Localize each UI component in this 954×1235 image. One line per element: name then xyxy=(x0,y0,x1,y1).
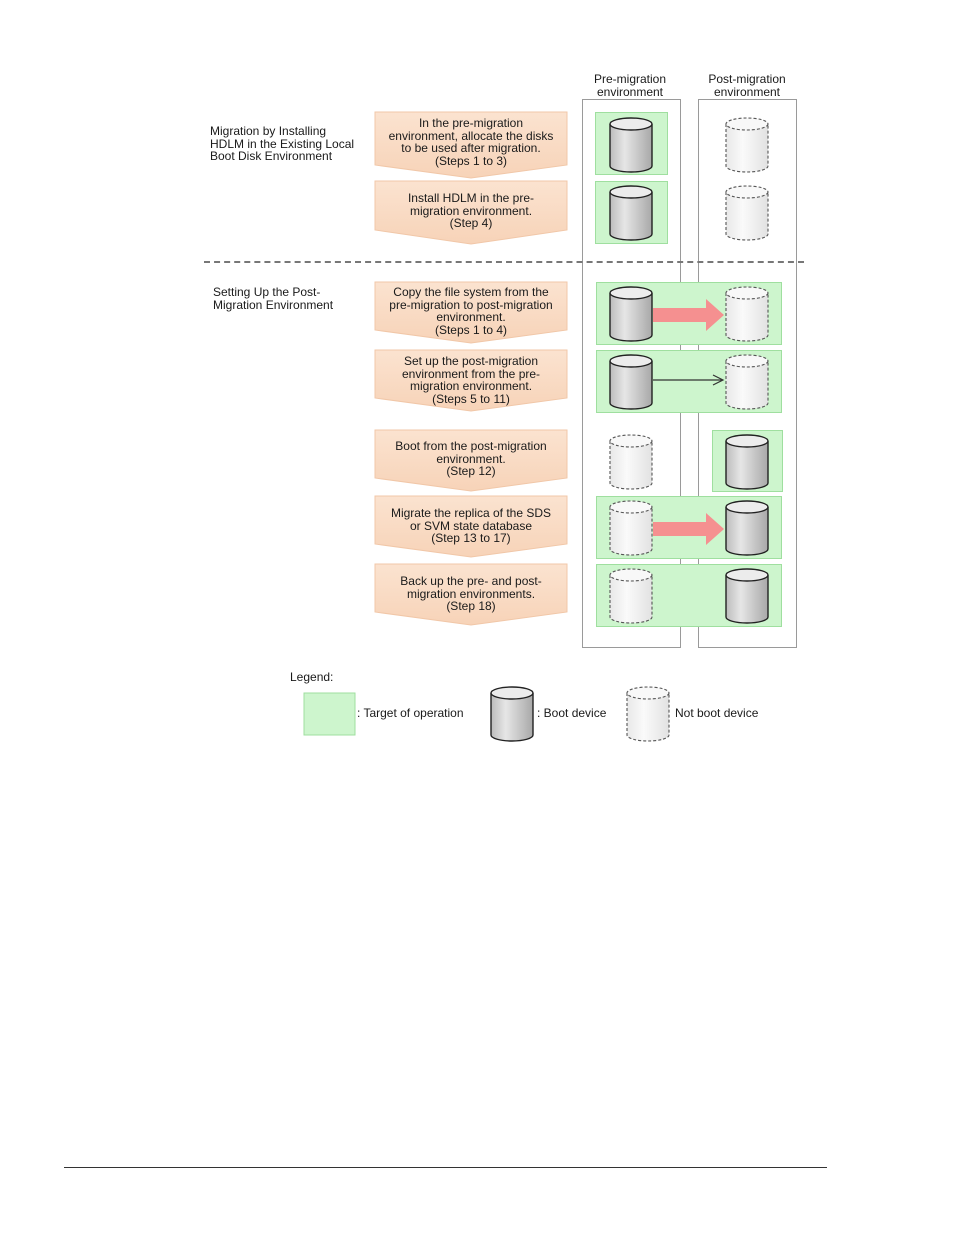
step-1-line1: In the pre-migration xyxy=(418,116,524,130)
post-migration-header: Post-migration environment xyxy=(687,73,807,98)
boot-disk-post-step5 xyxy=(725,434,769,490)
step-7-line1: Back up the pre- and post- xyxy=(400,574,542,588)
post-header-line2: environment xyxy=(713,84,781,99)
step-3-line2: pre-migration to post-migration xyxy=(389,297,553,312)
step-chevron-4 xyxy=(374,349,568,412)
legend-boot-label: : Boot device xyxy=(537,706,607,720)
step-2-line2: migration environment. xyxy=(409,203,533,218)
step-3-line3: environment. xyxy=(436,310,506,324)
step-2-line1: Install HDLM in the pre- xyxy=(407,191,535,205)
step-6-text: Migrate the replica of the SDS or SVM st… xyxy=(375,507,567,545)
legend-not-boot-disk xyxy=(626,686,670,742)
boot-disk-pre-step2 xyxy=(609,185,653,241)
legend-target-swatch xyxy=(303,692,356,736)
footer-rule xyxy=(64,1167,827,1168)
boot-disk-post-step7 xyxy=(725,568,769,624)
section-divider xyxy=(204,261,804,263)
pre-migration-header: Pre-migration environment xyxy=(570,73,690,98)
step-chevron-7 xyxy=(374,563,568,626)
pre-header-line1: Pre-migration xyxy=(593,72,667,86)
step-4-line1: Set up the post-migration xyxy=(403,354,539,368)
not-boot-disk-post-step4 xyxy=(725,354,769,410)
step-1-line4: (Steps 1 to 3) xyxy=(434,153,508,168)
not-boot-disk-pre-step6 xyxy=(609,500,653,556)
step-7-line3: (Step 18) xyxy=(446,599,496,613)
step-4-line4: (Steps 5 to 11) xyxy=(432,391,510,406)
thick-migrate-arrow-step6 xyxy=(653,513,724,545)
boot-disk-pre-step3 xyxy=(609,286,653,342)
step-6-line1: Migrate the replica of the SDS xyxy=(390,506,552,520)
step-7-line2: migration environments. xyxy=(406,586,536,601)
legend-boot-disk xyxy=(490,686,534,742)
step-chevron-5 xyxy=(374,429,568,492)
pre-header-line2: environment xyxy=(596,84,664,99)
step-2-line3: (Step 4) xyxy=(449,216,493,230)
step-5-line2: environment. xyxy=(436,451,506,466)
not-boot-disk-pre-step7 xyxy=(609,568,653,624)
not-boot-disk-post-step3 xyxy=(725,286,769,342)
step-chevron-3 xyxy=(374,281,568,344)
boot-disk-post-step6 xyxy=(725,500,769,556)
step-3-line1: Copy the file system from the xyxy=(393,285,549,299)
step-5-line1: Boot from the post-migration xyxy=(395,439,547,453)
step-1-line3: to be used after migration. xyxy=(401,141,541,155)
step-1-line2: environment, allocate the disks xyxy=(388,128,554,143)
not-boot-disk-pre-step5 xyxy=(609,434,653,490)
section-install-line3: Boot Disk Environment xyxy=(210,149,333,163)
section-install-line2: HDLM in the Existing Local xyxy=(210,136,355,151)
boot-disk-pre-step4 xyxy=(609,354,653,410)
step-5-text: Boot from the post-migration environment… xyxy=(375,440,567,478)
step-chevron-2 xyxy=(374,180,568,245)
step-6-line2: or SVM state database xyxy=(409,518,533,533)
post-header-line1: Post-migration xyxy=(708,72,786,86)
step-chevron-6 xyxy=(374,495,568,558)
not-boot-disk-post-step2 xyxy=(725,185,769,241)
thick-copy-arrow-step3 xyxy=(653,299,724,331)
section-setup-line1: Setting Up the Post- xyxy=(213,285,321,299)
step-4-text: Set up the post-migration environment fr… xyxy=(375,355,567,405)
section-setup-label: Setting Up the Post- Migration Environme… xyxy=(213,286,383,311)
step-3-text: Copy the file system from the pre-migrat… xyxy=(375,286,567,336)
legend-not-boot-label: Not boot device xyxy=(675,706,759,720)
step-4-line2: environment from the pre- xyxy=(401,366,541,381)
step-3-line4: (Steps 1 to 4) xyxy=(434,322,508,337)
section-install-line1: Migration by Installing xyxy=(210,124,327,138)
step-2-text: Install HDLM in the pre- migration envir… xyxy=(375,192,567,230)
legend-target-label: : Target of operation xyxy=(357,706,464,720)
step-chevron-1 xyxy=(374,111,568,179)
legend-title: Legend: xyxy=(290,670,334,684)
section-install-label: Migration by Installing HDLM in the Exis… xyxy=(210,125,380,163)
step-1-text: In the pre-migration environment, alloca… xyxy=(375,117,567,167)
step-6-line3: (Step 13 to 17) xyxy=(431,531,511,545)
thin-arrow-head-step4 xyxy=(712,374,725,386)
not-boot-disk-post-step1 xyxy=(725,117,769,173)
boot-disk-pre-step1 xyxy=(609,117,653,173)
section-setup-line2: Migration Environment xyxy=(213,297,334,312)
step-4-line3: migration environment. xyxy=(409,379,533,393)
step-7-text: Back up the pre- and post- migration env… xyxy=(375,575,567,613)
step-5-line3: (Step 12) xyxy=(446,464,496,478)
